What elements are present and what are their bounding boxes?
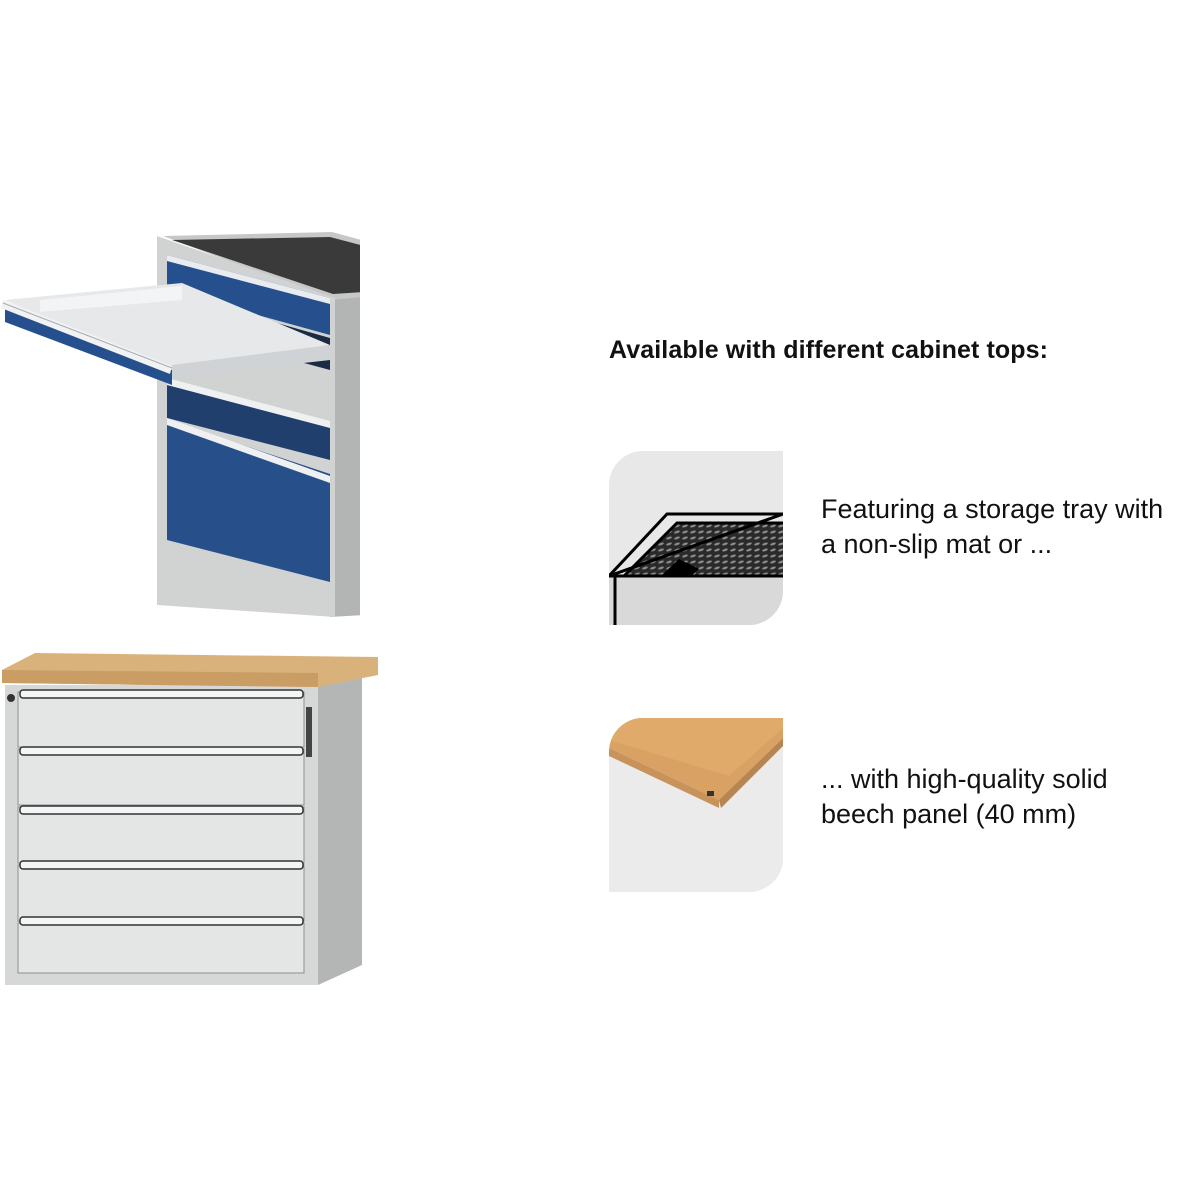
caption-line: a non-slip mat or ... xyxy=(821,529,1053,559)
non-slip-mat-tray-icon xyxy=(609,451,783,625)
section-heading: Available with different cabinet tops: xyxy=(609,336,1049,364)
caption-line: ... with high-quality solid xyxy=(821,764,1108,794)
caption-non-slip-mat: Featuring a storage tray with a non-slip… xyxy=(821,492,1163,562)
beech-panel-icon xyxy=(609,718,783,892)
caption-beech-panel: ... with high-quality solid beech panel … xyxy=(821,762,1108,832)
caption-line: Featuring a storage tray with xyxy=(821,494,1164,524)
caption-line: beech panel (40 mm) xyxy=(821,799,1077,829)
product-image-blue-cabinet xyxy=(0,210,360,620)
product-image-grey-cabinet-beech xyxy=(0,645,385,990)
